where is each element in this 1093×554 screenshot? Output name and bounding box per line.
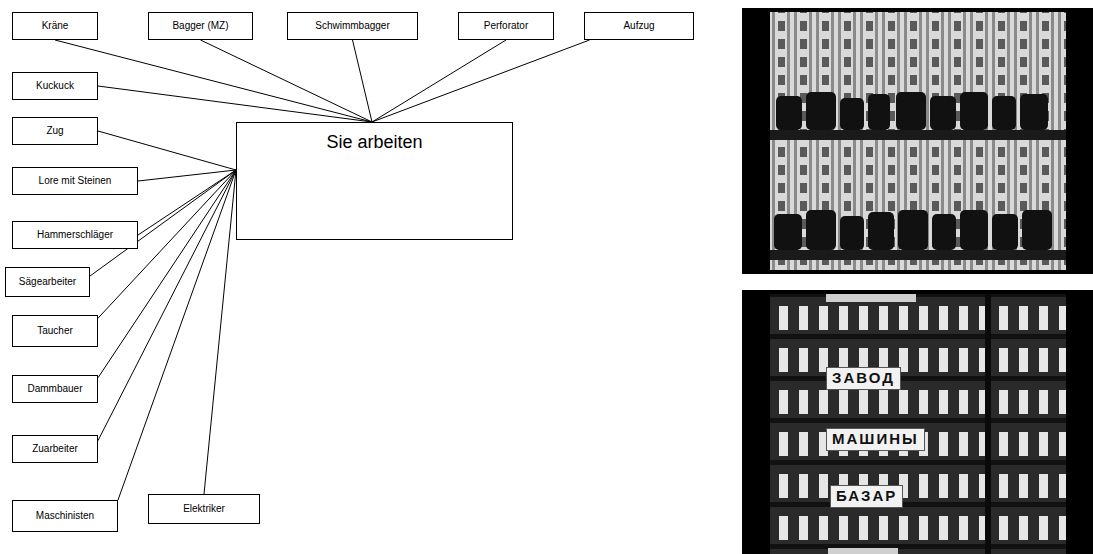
shelf bbox=[770, 250, 1066, 260]
box-label: Kuckuck bbox=[36, 80, 74, 92]
connector-line bbox=[98, 170, 236, 441]
card-shelves bbox=[770, 294, 1066, 554]
connector-line bbox=[138, 170, 236, 235]
connector-line bbox=[372, 40, 506, 122]
photo-frame bbox=[742, 8, 1093, 274]
connector-line bbox=[353, 40, 373, 122]
box-label: Perforator bbox=[484, 20, 528, 32]
box-label: Dammbauer bbox=[27, 383, 82, 395]
sign-fragment bbox=[828, 548, 898, 554]
connector-line bbox=[118, 170, 236, 500]
box-label: Schwimmbagger bbox=[315, 20, 389, 32]
activity-box: Dammbauer bbox=[12, 375, 98, 403]
box-label: Maschinisten bbox=[36, 510, 94, 522]
activity-box: Zug bbox=[12, 117, 98, 145]
box-label: Kräne bbox=[42, 20, 69, 32]
connector-line bbox=[98, 170, 236, 378]
shelf-sign: ЗАВОД bbox=[826, 367, 901, 390]
connector-line bbox=[55, 40, 372, 122]
box-label: Taucher bbox=[37, 325, 73, 337]
box-label: Aufzug bbox=[623, 20, 654, 32]
box-label: Hammerschläger bbox=[37, 229, 113, 241]
shelf bbox=[770, 130, 1066, 140]
activity-box: Kuckuck bbox=[12, 72, 98, 100]
box-label: Zuarbeiter bbox=[32, 443, 78, 455]
activity-box: Schwimmbagger bbox=[287, 12, 418, 40]
connector-line bbox=[98, 86, 372, 122]
shelf-sign: МАШИНЫ bbox=[826, 428, 925, 451]
connector-line bbox=[372, 40, 590, 122]
sign-fragment bbox=[826, 294, 916, 302]
shelf-divider bbox=[985, 294, 991, 554]
connector-line bbox=[204, 170, 236, 494]
box-label: Elektriker bbox=[183, 503, 225, 515]
connector-line bbox=[98, 131, 236, 170]
film-strips bbox=[770, 12, 1066, 270]
activity-box: Kräne bbox=[12, 12, 98, 40]
film-reels bbox=[774, 92, 1052, 250]
activity-box: Taucher bbox=[12, 315, 98, 347]
box-label: Zug bbox=[46, 125, 63, 137]
central-box: Sie arbeiten bbox=[236, 122, 513, 240]
box-label: Sägearbeiter bbox=[19, 276, 76, 288]
activity-box: Bagger (MZ) bbox=[148, 12, 253, 40]
activity-box: Lore mit Steinen bbox=[12, 167, 138, 195]
box-label: Lore mit Steinen bbox=[39, 175, 112, 187]
connector-line bbox=[201, 40, 373, 122]
photo-frame bbox=[742, 290, 1093, 554]
activity-box: Sägearbeiter bbox=[5, 267, 90, 297]
activity-box: Zuarbeiter bbox=[12, 435, 98, 463]
activity-box: Aufzug bbox=[584, 12, 694, 40]
activity-box: Perforator bbox=[458, 12, 554, 40]
shelf-sign: БАЗАР bbox=[830, 485, 903, 508]
box-title: Sie arbeiten bbox=[326, 123, 422, 154]
activity-box: Elektriker bbox=[148, 494, 260, 524]
activity-box: Maschinisten bbox=[12, 500, 118, 532]
box-label: Bagger (MZ) bbox=[172, 20, 228, 32]
activity-box: Hammerschläger bbox=[12, 221, 138, 249]
